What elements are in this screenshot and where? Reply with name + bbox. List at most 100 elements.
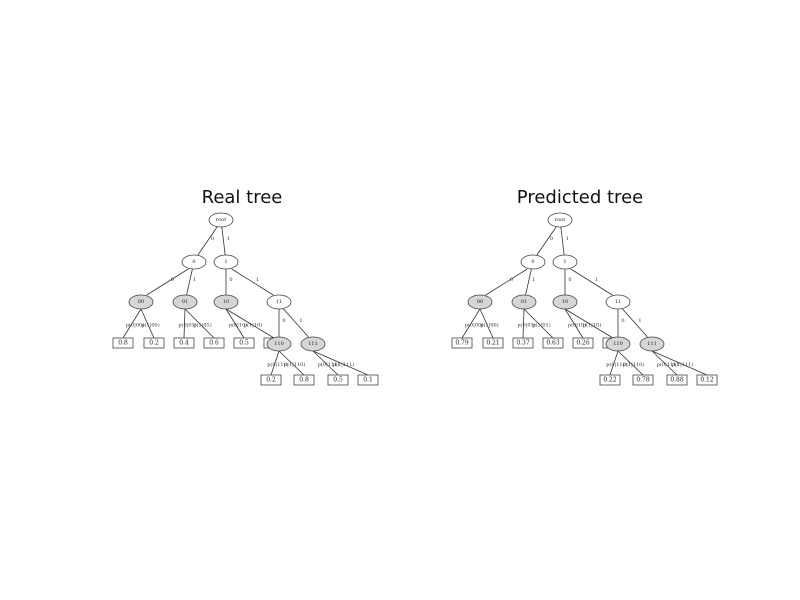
real-node-n10	[213, 294, 239, 310]
real-leaf-box-1	[143, 337, 165, 349]
real-leaf-box-4	[233, 337, 255, 349]
predicted-leaf-box-4	[572, 337, 594, 349]
predicted-edge-label-root_0: 0	[550, 236, 553, 242]
real-edge-label-n11_110: 0	[282, 318, 285, 324]
real-leaf-edge-4	[225, 308, 245, 339]
predicted-leaf-value-7: 0.78	[636, 377, 650, 384]
predicted-node-n11	[605, 294, 631, 310]
real-leaf-value-9: 0.1	[363, 377, 373, 384]
predicted-leaf-edge-label-3: p(1|01)	[532, 322, 550, 329]
predicted-leaf-value-3: 0.63	[546, 340, 560, 347]
predicted-node-label-n111: 111	[647, 341, 657, 347]
real-leaf-edge-label-4: p(0|10)	[229, 322, 247, 329]
predicted-node-n00	[467, 294, 493, 310]
predicted-leaf-box-1	[482, 337, 504, 349]
predicted-node-label-n00: 00	[477, 299, 483, 305]
real-leaf-edge-5	[225, 308, 275, 339]
predicted-leaf-box-2	[512, 337, 534, 349]
predicted-leaf-box-9	[696, 374, 718, 386]
predicted-edge-n11_111	[622, 308, 648, 338]
predicted-leaf-edge-label-0: p(0|00)	[465, 322, 483, 329]
real-leaf-edge-label-0: p(0|00)	[126, 322, 144, 329]
predicted-leaf-edge-label-7: p(1|110)	[623, 361, 645, 368]
predicted-leaf-value-2: 0.37	[516, 340, 530, 347]
real-leaf-edge-7	[278, 350, 305, 376]
predicted-leaf-value-9: 0.12	[700, 377, 714, 384]
predicted-edge-label-n1_10: 0	[568, 277, 571, 283]
real-leaf-box-2	[173, 337, 195, 349]
predicted-leaf-value-6: 0.22	[603, 377, 617, 384]
predicted-edge-root_1	[560, 226, 565, 256]
predicted-tree-title: Predicted tree	[516, 187, 644, 208]
predicted-edge-label-n11_111: 1	[638, 318, 641, 324]
real-leaf-value-7: 0.8	[299, 377, 309, 384]
predicted-leaf-edge-2	[522, 308, 525, 339]
predicted-leaf-box-6	[599, 374, 621, 386]
real-leaf-edge-label-5: p(1|10)	[244, 322, 262, 329]
real-leaf-edge-label-6: p(0|110)	[267, 361, 289, 368]
real-leaf-box-8	[327, 374, 349, 386]
predicted-node-n01	[511, 294, 537, 310]
predicted-node-n0	[520, 254, 546, 270]
predicted-leaf-box-8	[666, 374, 688, 386]
real-leaf-edge-6	[270, 350, 280, 376]
real-node-n11	[266, 294, 292, 310]
real-leaf-value-2: 0.4	[179, 340, 189, 347]
real-edge-root_1	[221, 226, 226, 256]
real-leaf-edge-label-2: p(0|01)	[178, 322, 196, 329]
real-leaf-box-3	[203, 337, 225, 349]
predicted-leaf-edge-6	[609, 350, 619, 376]
predicted-edge-n0_00	[485, 268, 528, 296]
real-node-n110	[266, 336, 292, 352]
predicted-leaf-edge-label-9: p(1|111)	[672, 361, 694, 368]
real-leaf-box-0	[112, 337, 134, 349]
predicted-leaf-edge-7	[617, 350, 644, 376]
real-leaf-box-9	[357, 374, 379, 386]
real-leaf-edge-label-7: p(1|110)	[284, 361, 306, 368]
real-node-label-n11: 11	[276, 299, 282, 305]
predicted-edge-label-root_1: 1	[566, 236, 569, 242]
predicted-leaf-edge-9	[651, 350, 708, 376]
predicted-leaf-edge-1	[479, 308, 494, 339]
predicted-edge-n0_01	[525, 268, 532, 296]
real-node-label-n111: 111	[308, 341, 318, 347]
predicted-node-label-n1: 1	[563, 259, 566, 265]
predicted-leaf-edge-0	[461, 308, 481, 339]
real-edge-n0_00	[146, 268, 189, 296]
real-leaf-box-7	[293, 374, 315, 386]
predicted-leaf-edge-label-2: p(0|01)	[517, 322, 535, 329]
real-node-label-n1: 1	[224, 259, 227, 265]
real-node-label-root: root	[216, 217, 226, 223]
real-edge-n0_01	[186, 268, 193, 296]
predicted-leaf-edge-4	[564, 308, 584, 339]
real-leaf-edge-label-1: p(1|00)	[141, 322, 159, 329]
real-edge-label-root_0: 0	[211, 236, 214, 242]
real-node-label-n10: 10	[223, 299, 229, 305]
real-edge-n11_111	[283, 308, 309, 338]
real-leaf-value-4: 0.5	[239, 340, 249, 347]
real-edge-label-root_1: 1	[227, 236, 230, 242]
real-node-root	[208, 212, 234, 228]
real-leaf-box-6	[260, 374, 282, 386]
predicted-leaf-edge-label-4: p(0|10)	[568, 322, 586, 329]
real-node-n111	[300, 336, 326, 352]
predicted-leaf-box-7	[632, 374, 654, 386]
real-node-n00	[128, 294, 154, 310]
predicted-node-root	[547, 212, 573, 228]
predicted-leaf-edge-label-8: p(0|111)	[657, 361, 679, 368]
real-node-n1	[213, 254, 239, 270]
real-leaf-value-6: 0.2	[266, 377, 276, 384]
predicted-edge-label-n0_00: 0	[510, 277, 513, 283]
predicted-node-n111	[639, 336, 665, 352]
predicted-node-n1	[552, 254, 578, 270]
real-node-label-n0: 0	[192, 259, 195, 265]
real-node-label-n00: 00	[138, 299, 144, 305]
real-leaf-edge-1	[140, 308, 155, 339]
real-edge-label-n1_11: 1	[256, 277, 259, 283]
real-edge-label-n1_10: 0	[229, 277, 232, 283]
predicted-edge-root_0	[536, 226, 557, 256]
predicted-node-label-n0: 0	[531, 259, 534, 265]
real-edge-label-n0_01: 1	[193, 277, 196, 283]
predicted-leaf-edge-label-6: p(0|110)	[606, 361, 628, 368]
